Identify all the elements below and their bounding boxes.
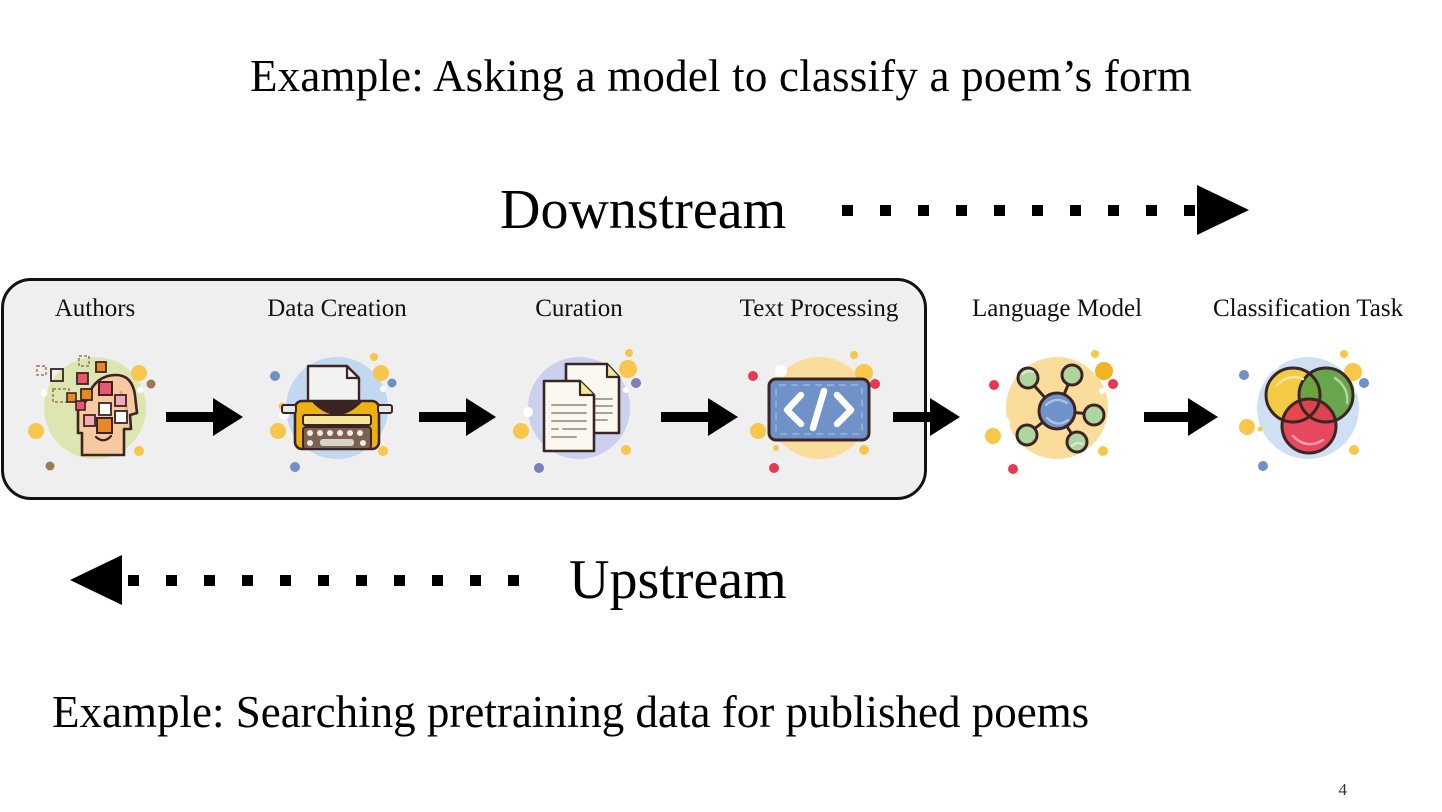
arrow-shaft — [419, 412, 467, 422]
connector-arrow — [419, 398, 496, 436]
stage-label: Language Model — [971, 295, 1143, 322]
stage-authors[interactable]: Authors — [0, 295, 190, 483]
dot — [1108, 204, 1120, 216]
dot — [128, 574, 139, 586]
arrow-shaft — [661, 412, 709, 422]
downstream-arrowhead-icon — [1197, 185, 1250, 235]
stage-text-processing[interactable]: Text Processing — [724, 295, 914, 483]
stage-label: Text Processing — [739, 295, 899, 322]
arrow-head-icon — [708, 398, 738, 436]
dot — [956, 204, 968, 216]
network-nodes-icon — [982, 333, 1132, 483]
stage-label: Classification Task — [1213, 295, 1404, 322]
venn-diagram-icon — [1233, 333, 1383, 483]
upstream-direction-row: Upstream — [70, 540, 787, 620]
code-screen-icon — [744, 333, 894, 483]
dot — [280, 574, 291, 586]
arrow-head-icon — [466, 398, 496, 436]
connector-arrow — [893, 398, 960, 436]
dot — [394, 574, 405, 586]
dot — [918, 204, 930, 216]
arrow-shaft — [1144, 412, 1189, 422]
upstream-dotted-line — [128, 574, 519, 586]
stage-classification-task[interactable]: Classification Task — [1213, 295, 1403, 483]
upstream-arrowhead-icon — [70, 555, 122, 605]
dot — [1146, 204, 1158, 216]
dot — [1070, 204, 1082, 216]
stage-data-creation[interactable]: Data Creation — [242, 295, 432, 483]
stage-label: Curation — [535, 295, 623, 322]
dot — [842, 204, 854, 216]
dot — [166, 574, 177, 586]
arrow-head-icon — [213, 398, 243, 436]
arrow-head-icon — [1188, 398, 1218, 436]
dot — [1032, 204, 1044, 216]
dot — [880, 204, 892, 216]
stage-language-model[interactable]: Language Model — [962, 295, 1152, 483]
arrow-shaft — [893, 412, 931, 422]
dot — [994, 204, 1006, 216]
dot — [508, 574, 519, 586]
page-title-top: Example: Asking a model to classify a po… — [249, 51, 1193, 101]
connector-arrow — [661, 398, 738, 436]
dot — [1184, 204, 1196, 216]
dot — [356, 574, 367, 586]
downstream-dotted-line — [842, 204, 1196, 216]
arrow-shaft — [166, 412, 214, 422]
stage-label: Authors — [54, 295, 136, 322]
page-title-bottom: Example: Searching pretraining data for … — [52, 687, 1090, 737]
dot — [470, 574, 481, 586]
stage-label: Data Creation — [267, 295, 407, 322]
head-with-pixels-icon — [20, 333, 170, 483]
page-number: 4 — [1338, 780, 1348, 799]
connector-arrow — [166, 398, 243, 436]
arrow-head-icon — [930, 398, 960, 436]
dot — [318, 574, 329, 586]
documents-icon — [504, 333, 654, 483]
dot — [242, 574, 253, 586]
downstream-direction-row: Downstream — [500, 170, 1250, 250]
downstream-label: Downstream — [500, 179, 787, 241]
upstream-label: Upstream — [569, 549, 787, 611]
dot — [204, 574, 215, 586]
typewriter-icon — [262, 333, 412, 483]
stage-curation[interactable]: Curation — [484, 295, 674, 483]
connector-arrow — [1144, 398, 1218, 436]
dot — [432, 574, 443, 586]
